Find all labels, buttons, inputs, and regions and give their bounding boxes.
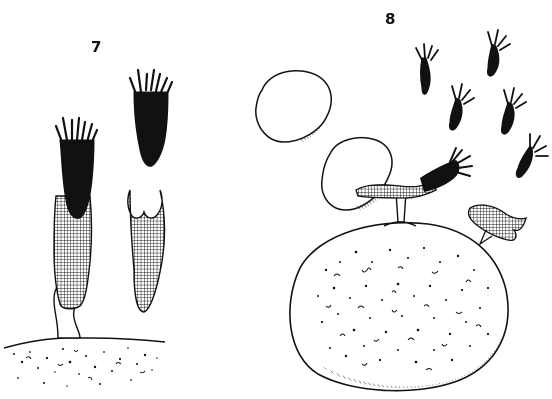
free-cell-body (128, 190, 165, 312)
free-zoospore-3 (449, 84, 474, 130)
attached-zoospore-head (420, 160, 459, 192)
substrate-speckles (13, 347, 158, 387)
free-zoospores (416, 30, 548, 178)
free-cell-head (134, 92, 168, 166)
substrate-surface-line (4, 338, 165, 348)
figure-7 (4, 70, 172, 387)
free-zoospore-1 (416, 44, 438, 94)
host-sphere (290, 223, 508, 391)
free-zoospore-2 (487, 30, 510, 76)
free-zoospore-5 (516, 134, 548, 178)
empty-spore-upper (256, 71, 331, 142)
figure-8 (256, 30, 548, 391)
free-zoospore-4 (501, 88, 526, 134)
empty-spore-attached (322, 138, 392, 210)
right-zoospore-body (468, 205, 526, 240)
substrate-squiggles (26, 350, 145, 380)
